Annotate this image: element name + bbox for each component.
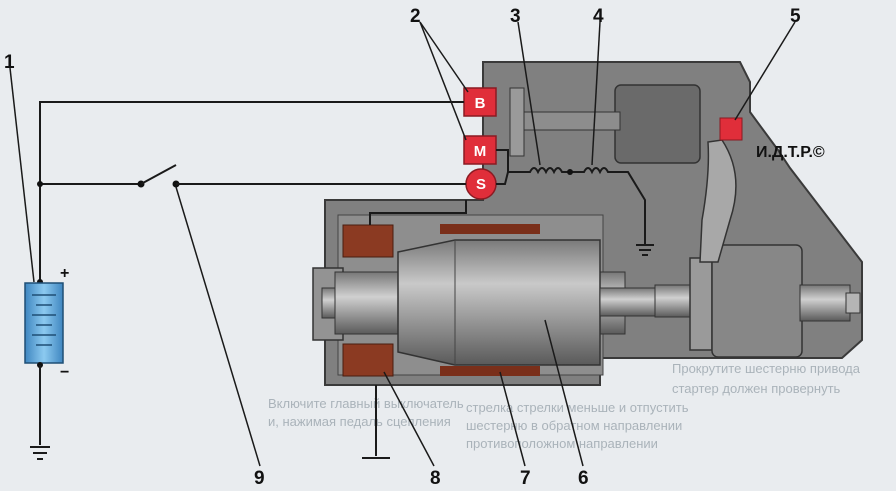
terminal-b (463, 87, 497, 117)
coil-junction (567, 169, 573, 175)
solenoid-contact-disc (509, 87, 525, 157)
bg-line: стрелка стрелки меньше и отпустить (466, 400, 689, 415)
callout-7: 7 (520, 468, 531, 489)
switch-junction (37, 181, 43, 187)
drive-shaft-2 (654, 284, 696, 318)
battery-minus-label: − (60, 364, 69, 381)
terminal-m (463, 135, 497, 165)
shaft-tip (845, 292, 861, 314)
s-to-coil-wire (496, 171, 509, 185)
bg-line: Прокрутите шестерню привода (672, 361, 861, 376)
coil-ground (636, 244, 654, 256)
battery-plates (32, 294, 56, 346)
overrun-clutch (689, 257, 713, 351)
callout-9: 9 (254, 468, 265, 489)
field-winding-bottom (342, 343, 394, 377)
pole-shoe-top (440, 224, 540, 234)
terminal-s-label: S (476, 176, 486, 193)
background-text: Прокрутите шестерню привода стартер долж… (268, 361, 861, 451)
output-shaft (799, 284, 851, 322)
callout-6: 6 (578, 468, 589, 489)
armature-core (397, 239, 601, 366)
battery-plus-label: + (60, 265, 69, 282)
solenoid-plunger (614, 84, 701, 164)
battery (24, 282, 64, 364)
callout-1: 1 (4, 52, 15, 73)
pole-shoe-bottom (440, 366, 540, 376)
bg-line: шестерню в обратном направлении (466, 418, 682, 433)
shift-lever (699, 139, 737, 263)
callouts: 1 2 3 4 5 6 7 8 9 (4, 6, 801, 489)
bg-line: и, нажимая педаль сцепления (268, 414, 451, 429)
pinion-gear (711, 244, 803, 358)
battery-positive-wire (39, 101, 464, 280)
ignition-switch (140, 164, 177, 185)
field-lead-wire (369, 200, 467, 225)
bg-line: Включите главный выключатель (268, 396, 464, 411)
m-to-coil-wire (496, 149, 509, 172)
callout-5: 5 (790, 6, 801, 27)
solenoid-terminal-5 (719, 117, 743, 141)
callout-8: 8 (430, 468, 441, 489)
callout-3: 3 (510, 6, 521, 27)
callout-2: 2 (410, 6, 421, 27)
terminal-b-label: B (475, 95, 486, 112)
publisher-mark: И.Д.Т.Р.© (756, 144, 825, 161)
battery-ground (30, 446, 50, 460)
leader-lines (9, 21, 796, 467)
drive-shaft (599, 287, 661, 317)
bg-line: стартер должен провернуть (672, 381, 841, 396)
field-winding-top (342, 224, 394, 258)
pull-in-coil (508, 167, 568, 175)
bg-line: противоположном направлении (466, 436, 658, 451)
terminal-m-label: M (474, 143, 487, 160)
hold-in-coil (572, 167, 646, 245)
callout-4: 4 (593, 6, 604, 27)
solenoid-contact-rod (519, 111, 621, 131)
